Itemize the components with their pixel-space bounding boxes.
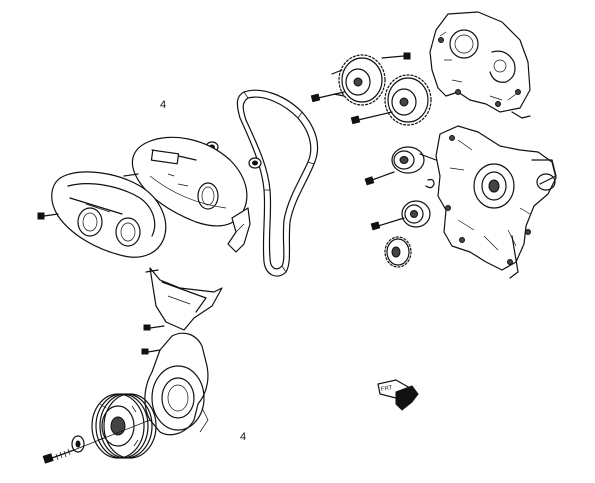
cover-bracket-icon — [227, 207, 251, 253]
front-direction-arrow-icon — [377, 379, 419, 411]
camshaft-bolt-icon — [310, 52, 411, 125]
upper-front-cover-icon — [51, 171, 167, 258]
idler-pulley-icon — [370, 200, 431, 231]
lower-front-cover-icon — [145, 267, 223, 331]
lower-cover-bolt-icon — [141, 324, 165, 355]
callout-label-lower: 4 — [240, 431, 247, 443]
crankshaft-sprocket-icon — [384, 236, 412, 268]
timing-belt-icon — [236, 89, 319, 277]
pulley-washer-icon — [71, 435, 85, 453]
crankshaft-pulley-icon — [91, 393, 157, 459]
callout-label-upper: 4 — [160, 99, 167, 111]
exhaust-camshaft-sprocket-icon — [384, 74, 432, 126]
crankshaft-guide-plate-icon — [144, 332, 209, 436]
engine-front-cover-icon — [435, 125, 557, 279]
bolt-guide-line — [73, 419, 151, 451]
intake-camshaft-sprocket-icon — [331, 54, 386, 106]
crankshaft-bolt-icon — [42, 448, 75, 464]
rear-timing-cover-icon — [429, 11, 531, 119]
inner-upper-cover-icon — [131, 136, 248, 227]
tensioner-pulley-icon — [364, 146, 437, 189]
cover-bolt-icon — [37, 173, 139, 220]
